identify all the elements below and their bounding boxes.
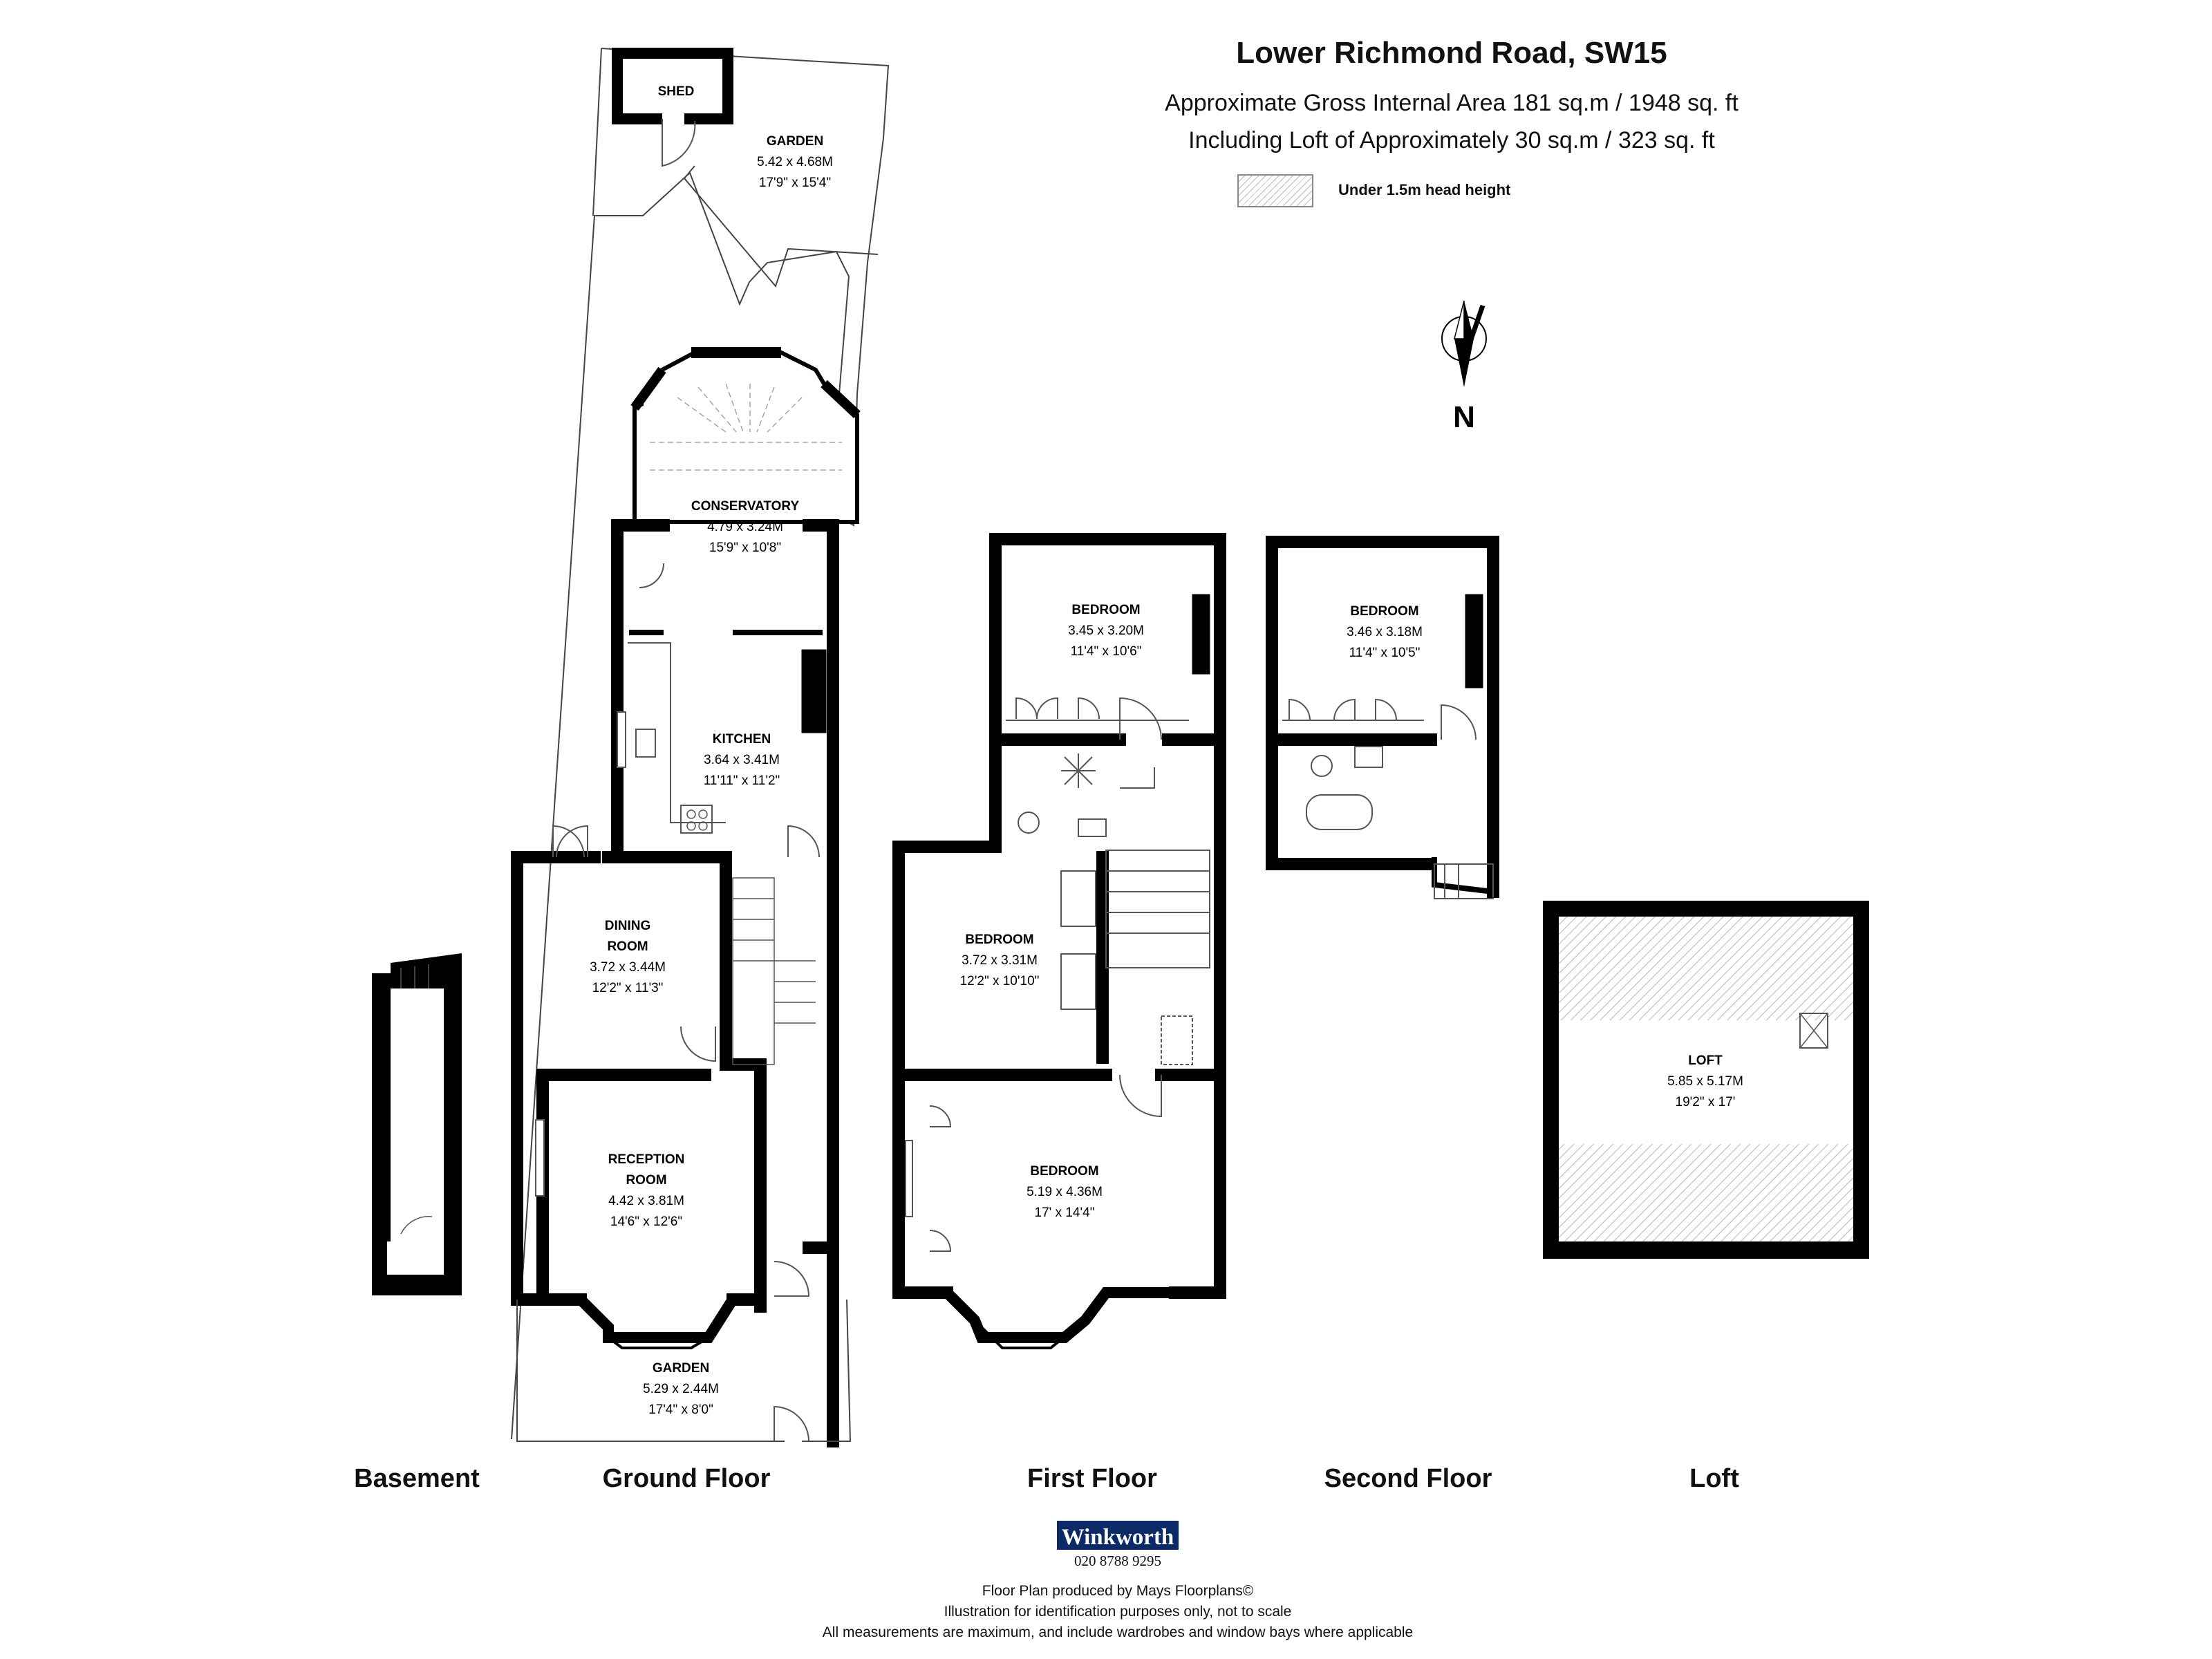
reception-imperial: 14'6" x 12'6" [610,1215,682,1229]
kitchen-metric: 3.64 x 3.41M [704,753,780,767]
garden-front-imperial: 17'4" x 8'0" [648,1403,713,1417]
second-floor-plan [1266,536,1499,899]
floor-label-loft: Loft [1689,1464,1739,1493]
garden-rear-metric: 5.42 x 4.68M [757,155,833,169]
dining-imperial: 12'2" x 11'3" [592,981,664,995]
agent-phone: 020 8788 9295 [1074,1553,1161,1569]
garden-rear-imperial: 17'9" x 15'4" [759,176,831,190]
conservatory-metric: 4.79 x 3.24M [707,520,783,534]
first-floor-plan [892,533,1226,1349]
garden-front-metric: 5.29 x 2.44M [643,1382,719,1396]
winkworth-logo: Winkworth [1057,1521,1179,1550]
conservatory-name: CONSERVATORY [691,499,800,514]
ground-floor-plan [511,48,890,1447]
first-bed-front-name: BEDROOM [1030,1164,1098,1179]
basement-plan [372,953,462,1295]
first-bed-mid-imperial: 12'2" x 10'10" [960,974,1040,988]
first-bed-front-metric: 5.19 x 4.36M [1027,1185,1103,1199]
compass [1441,300,1487,387]
dining-name-2: ROOM [607,939,648,954]
first-bed-rear-metric: 3.45 x 3.20M [1068,624,1144,638]
conservatory-imperial: 15'9" x 10'8" [709,541,781,555]
gross-area-line: Approximate Gross Internal Area 181 sq.m… [1165,90,1738,116]
reception-name-1: RECEPTION [608,1152,685,1167]
dining-name-1: DINING [605,919,651,933]
first-bed-rear-imperial: 11'4" x 10'6" [1071,644,1142,659]
kitchen-name: KITCHEN [713,732,771,747]
dining-metric: 3.72 x 3.44M [590,960,666,975]
kitchen-imperial: 11'11" x 11'2" [704,774,780,788]
legend-label: Under 1.5m head height [1338,181,1511,198]
loft-metric: 5.85 x 5.17M [1667,1074,1743,1089]
page-title: Lower Richmond Road, SW15 [1236,36,1667,70]
garden-rear-name: GARDEN [767,134,823,149]
floor-label-first: First Floor [1027,1464,1157,1493]
floor-label-second: Second Floor [1324,1464,1492,1493]
compass-north-label: N [1453,400,1475,434]
reception-name-2: ROOM [626,1173,666,1188]
footer-disclaimer: Illustration for identification purposes… [944,1604,1292,1620]
first-bed-mid-name: BEDROOM [965,932,1033,947]
footer-measurements-note: All measurements are maximum, and includ… [822,1624,1414,1640]
garden-front-name: GARDEN [653,1361,709,1376]
shed-label: SHED [658,84,695,99]
second-bed-name: BEDROOM [1350,604,1418,619]
first-bed-mid-metric: 3.72 x 3.31M [962,953,1038,968]
first-bed-rear-name: BEDROOM [1071,603,1140,617]
loft-name: LOFT [1688,1053,1723,1068]
floor-label-ground: Ground Floor [602,1464,771,1493]
floor-label-basement: Basement [354,1464,480,1493]
loft-imperial: 19'2" x 17' [1676,1095,1736,1109]
first-bed-front-imperial: 17' x 14'4" [1035,1206,1095,1220]
legend-hatch-swatch [1237,174,1313,207]
loft-area-line: Including Loft of Approximately 30 sq.m … [1188,127,1715,153]
loft-plan [1543,901,1869,1259]
second-bed-metric: 3.46 x 3.18M [1347,625,1423,639]
second-bed-imperial: 11'4" x 10'5" [1349,646,1421,660]
footer-credit: Floor Plan produced by Mays Floorplans© [982,1583,1254,1599]
reception-metric: 4.42 x 3.81M [608,1194,684,1208]
room-labels: SHED GARDEN 5.42 x 4.68M 17'9" x 15'4" C… [590,84,1743,1417]
